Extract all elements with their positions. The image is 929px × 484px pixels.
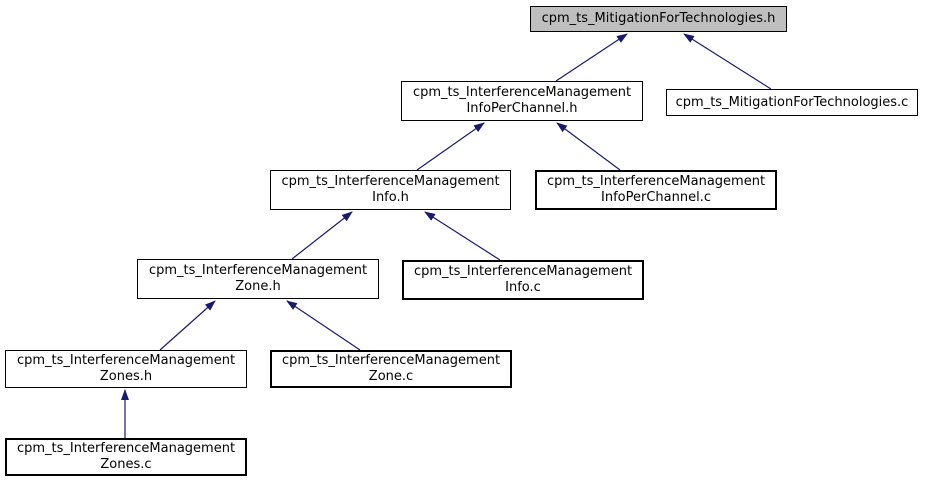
node-cpm-ts-interferencemanagementzones-h[interactable]: cpm_ts_InterferenceManagement Zones.h bbox=[5, 350, 247, 388]
edge-zone-h-to-info-h bbox=[291, 211, 353, 260]
node-cpm-ts-interferencemanagementzone-h[interactable]: cpm_ts_InterferenceManagement Zone.h bbox=[137, 259, 379, 299]
node-cpm-ts-interferencemanagementinfo-h[interactable]: cpm_ts_InterferenceManagement Info.h bbox=[270, 170, 511, 210]
node-cpm-ts-interferencemanagementinfoperchannel-c[interactable]: cpm_ts_InterferenceManagement InfoPerCha… bbox=[535, 170, 777, 210]
edge-info-c-to-info-h bbox=[424, 211, 501, 261]
edge-zones-h-to-zone-h bbox=[159, 300, 216, 351]
edge-infoperchannel-h-to-mitigationfortechnologies-h bbox=[555, 33, 628, 82]
node-cpm-ts-interferencemanagementinfo-c[interactable]: cpm_ts_InterferenceManagement Info.c bbox=[402, 260, 644, 300]
node-cpm-ts-interferencemanagementzone-c[interactable]: cpm_ts_InterferenceManagement Zone.c bbox=[270, 350, 512, 388]
edge-mitigationfortechnologies-c-to-mitigationfortechnologies-h bbox=[683, 33, 772, 90]
edge-infoperchannel-c-to-infoperchannel-h bbox=[556, 122, 621, 171]
node-cpm-ts-mitigationfortechnologies-c[interactable]: cpm_ts_MitigationForTechnologies.c bbox=[666, 89, 918, 116]
node-cpm-ts-interferencemanagementzones-c[interactable]: cpm_ts_InterferenceManagement Zones.c bbox=[5, 438, 247, 476]
node-cpm-ts-mitigationfortechnologies-h[interactable]: cpm_ts_MitigationForTechnologies.h bbox=[530, 6, 787, 32]
edge-zone-c-to-zone-h bbox=[286, 300, 361, 351]
edge-info-h-to-infoperchannel-h bbox=[416, 122, 485, 171]
node-cpm-ts-interferencemanagementinfoperchannel-h[interactable]: cpm_ts_InterferenceManagement InfoPerCha… bbox=[401, 81, 643, 121]
